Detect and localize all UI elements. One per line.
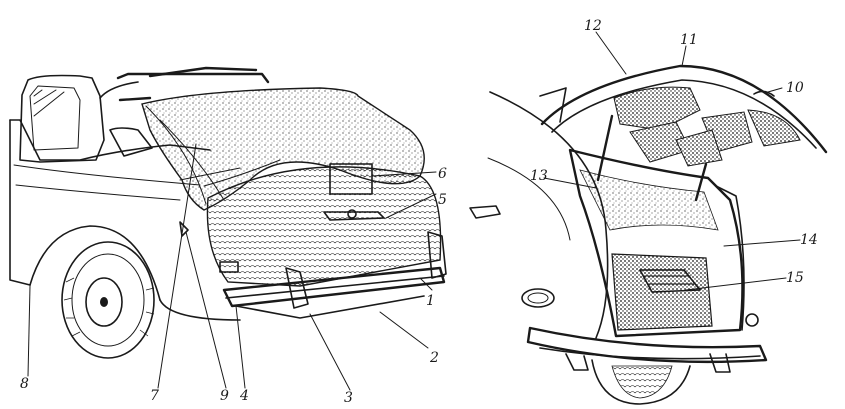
right-view-open-trunk [469,31,828,405]
callout-1: 1 [426,293,435,309]
callout-10: 10 [786,80,804,96]
callout-3: 3 [344,390,353,405]
callout-labels: 1 2 3 4 5 6 7 8 9 10 11 12 13 14 15 [20,18,818,406]
callout-8: 8 [20,376,29,392]
left-view-car-rear [9,66,447,391]
callout-11: 11 [680,32,698,48]
callout-9: 9 [220,388,229,404]
callout-6: 6 [438,166,447,182]
callout-4: 4 [239,388,249,404]
callout-14: 14 [800,232,818,248]
callout-5: 5 [438,192,447,208]
callout-2: 2 [429,350,439,366]
callout-12: 12 [584,18,602,34]
callout-15: 15 [786,270,804,286]
callout-13: 13 [530,168,548,184]
callout-7: 7 [150,388,159,404]
